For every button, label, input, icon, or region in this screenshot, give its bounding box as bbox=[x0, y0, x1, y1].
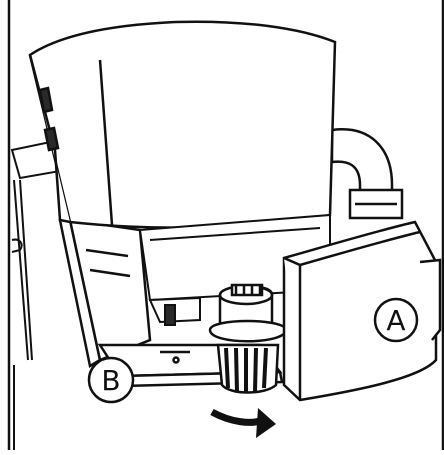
water-filter bbox=[208, 283, 288, 394]
elbow-pipe bbox=[330, 128, 404, 220]
rotate-arrow-icon bbox=[210, 408, 276, 438]
callout-b: B bbox=[87, 356, 135, 404]
panel-frame bbox=[7, 0, 444, 450]
callout-a-label: A bbox=[386, 304, 405, 337]
cover-panel bbox=[282, 220, 442, 402]
callout-b-label: B bbox=[101, 364, 120, 397]
water-tank bbox=[28, 20, 337, 229]
left-housing bbox=[10, 138, 68, 450]
callout-a: A bbox=[373, 297, 419, 343]
